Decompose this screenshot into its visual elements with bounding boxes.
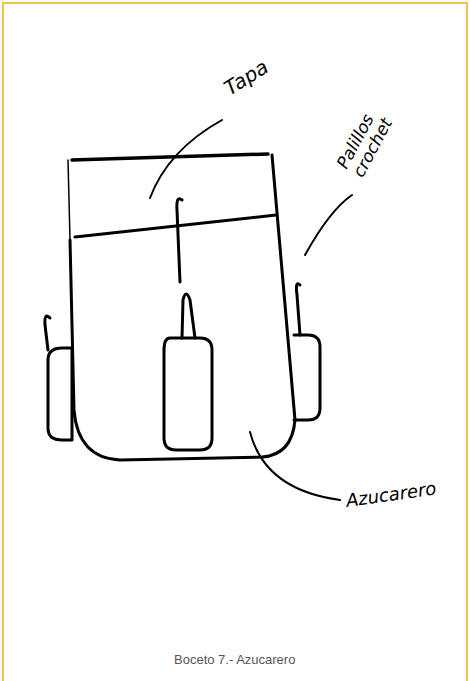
figure-caption: Boceto 7.- Azucarero (174, 652, 295, 667)
part-label: Azucarero (345, 477, 438, 510)
part-label: Palillos crochet (334, 95, 402, 181)
part-label: Tapa (220, 55, 273, 100)
